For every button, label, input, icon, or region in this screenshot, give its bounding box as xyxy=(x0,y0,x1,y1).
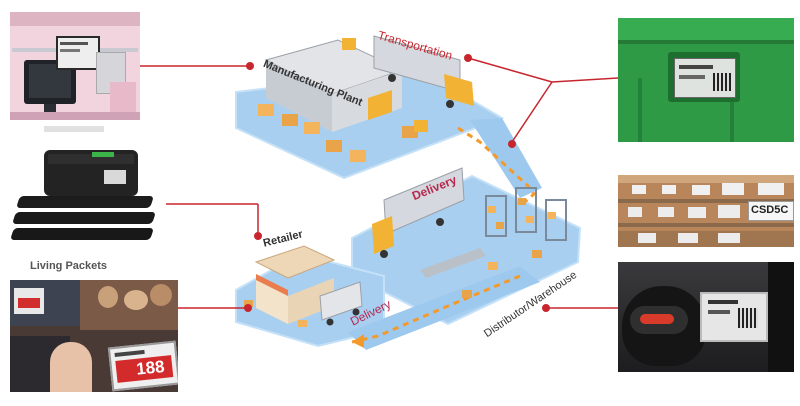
crate-stack xyxy=(282,114,298,126)
retail-box xyxy=(244,300,253,307)
truck-wheel xyxy=(446,100,454,108)
warehouse-rack xyxy=(485,195,507,237)
photo-living-packets xyxy=(8,148,158,250)
connector-dot xyxy=(508,140,516,148)
delivery-van xyxy=(319,281,363,321)
warehouse-rack xyxy=(515,187,537,233)
crate-stack xyxy=(350,150,366,162)
crate-stack xyxy=(304,122,320,134)
factory-front xyxy=(266,60,332,132)
connector-dot xyxy=(246,62,254,70)
photo-scanner xyxy=(618,262,794,372)
factory-side xyxy=(332,70,402,132)
connector-line xyxy=(551,77,619,83)
photo-price-tag: 188 xyxy=(10,280,178,392)
photo-shelf-tags: CSD5C xyxy=(618,175,794,247)
shelf-code: CSD5C xyxy=(751,204,789,216)
van-wheel xyxy=(352,308,360,316)
forklift xyxy=(342,38,356,50)
connector-dot xyxy=(254,232,262,240)
conveyor-belt xyxy=(420,248,486,278)
photo-tablet-display xyxy=(10,12,140,120)
transport-truck-cab xyxy=(444,74,474,106)
warehouse-box xyxy=(488,262,498,270)
route-line-bottom xyxy=(351,274,521,344)
truck-wheel xyxy=(436,218,444,226)
connector-line xyxy=(467,57,553,83)
road-right xyxy=(470,118,542,198)
retailer-front xyxy=(256,280,288,324)
truck-wheel xyxy=(388,74,396,82)
route-line xyxy=(457,126,537,208)
forklift xyxy=(414,120,428,132)
connector-dot xyxy=(542,304,550,312)
connector-dot xyxy=(464,54,472,62)
living-packets-caption: Living Packets xyxy=(30,260,108,272)
van-wheel xyxy=(326,318,334,326)
retailer-side xyxy=(288,278,334,324)
scanner-e-label xyxy=(700,292,768,342)
crate-stack xyxy=(258,104,274,116)
retailer-roof xyxy=(254,245,336,279)
warehouse-box xyxy=(548,212,556,219)
truck-wheel xyxy=(380,250,388,258)
connector-line xyxy=(511,81,553,143)
retail-box xyxy=(298,320,307,327)
shelf-code-label: CSD5C xyxy=(748,201,794,221)
warehouse-box xyxy=(532,250,542,258)
warehouse-rack xyxy=(545,199,567,241)
crate-e-label xyxy=(674,58,736,98)
warehouse-box xyxy=(518,198,526,205)
warehouse-box xyxy=(462,290,472,298)
warehouse-box xyxy=(496,222,504,229)
route-arrow-head xyxy=(352,334,364,348)
photo-green-crate xyxy=(618,18,794,142)
factory-door xyxy=(368,90,392,120)
warehouse-box xyxy=(526,216,534,223)
delivery-truck-cab xyxy=(372,216,394,254)
crate-stack xyxy=(326,140,342,152)
warehouse-box xyxy=(488,206,496,213)
connector-dot xyxy=(244,304,252,312)
